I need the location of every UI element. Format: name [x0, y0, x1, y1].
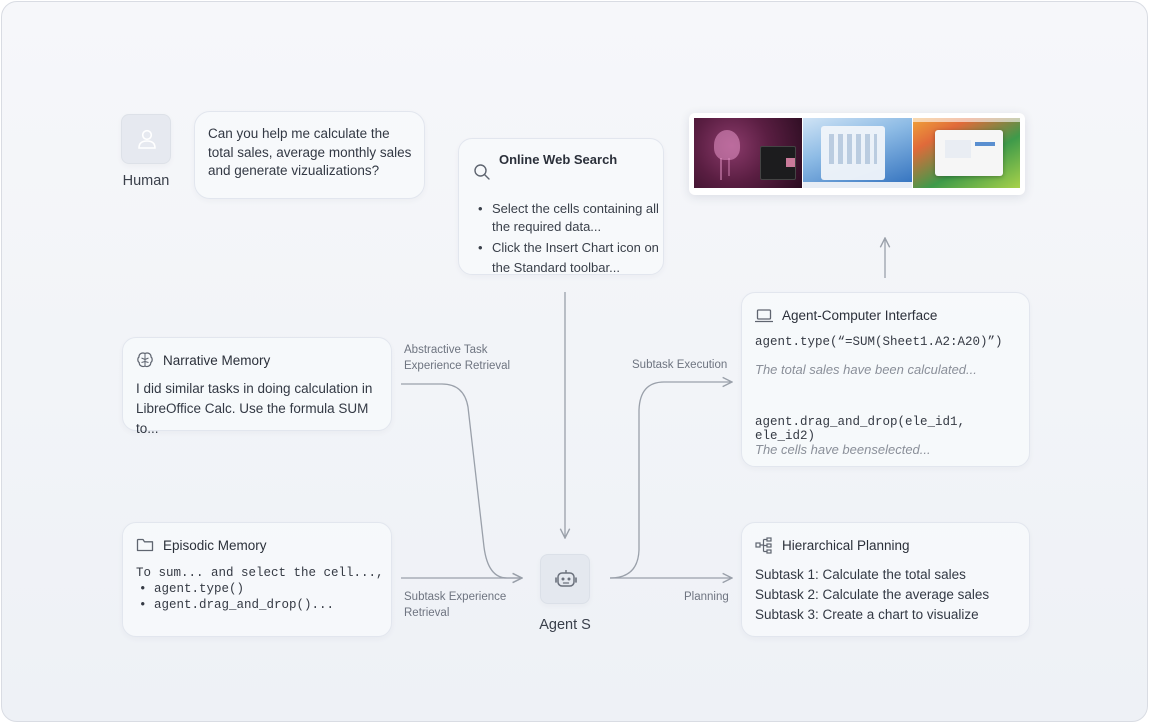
narrative-memory-text: I did similar tasks in doing calculation…: [136, 381, 373, 436]
planning-subtask: Subtask 1: Calculate the total sales: [755, 567, 966, 582]
subtask-experience-label-line: Subtask Experience: [404, 591, 507, 603]
subtask-experience-label-line: Retrieval: [404, 607, 450, 619]
ubuntu-screenshot: [694, 118, 802, 188]
macos-screenshot: [913, 118, 1020, 188]
planning-subtask: Subtask 3: Create a chart to visualize: [755, 607, 979, 622]
aci-card: Agent-Computer Interface agent.type(“=SU…: [741, 292, 1030, 467]
agent-s-label: Agent S: [539, 617, 591, 633]
subtask-experience-label: Subtask Experience Retrieval: [404, 589, 506, 621]
web-search-item-text: Select the cells containing all the requ…: [492, 201, 659, 234]
narrative-memory-card: Narrative Memory I did similar tasks in …: [122, 337, 392, 436]
human-label: Human: [122, 173, 170, 189]
laptop-icon: [755, 309, 773, 323]
abstractive-retrieval-label: Abstractive Task Experience Retrieval: [404, 342, 510, 374]
aci-code-1: agent.type(“=SUM(Sheet1.A2:A20)”): [755, 335, 1003, 349]
desktop-screenshots: [689, 113, 1025, 195]
abstractive-retrieval-label-line: Experience Retrieval: [404, 360, 511, 372]
hierarchy-icon: [755, 537, 772, 554]
narrative-memory-title: Narrative Memory: [163, 353, 271, 368]
web-search-item: •Select the cells containing all the req…: [478, 201, 659, 234]
episodic-memory-card: Episodic Memory To sum... and select the…: [122, 522, 392, 637]
folder-icon: [136, 538, 154, 552]
abstractive-retrieval-label-line: Abstractive Task: [404, 344, 488, 356]
web-search-item: •Click the Insert Chart icon on the Stan…: [478, 240, 659, 275]
human-message-bubble: Can you help me calculate the total sale…: [194, 111, 425, 199]
planning-subtask: Subtask 2: Calculate the average sales: [755, 587, 990, 602]
agent-s-node: [540, 554, 590, 604]
user-icon: [138, 129, 156, 149]
aci-code-2: agent.drag_and_drop(ele_id1, ele_id2): [755, 415, 966, 443]
robot-icon: [555, 570, 577, 587]
human-avatar: [121, 114, 171, 164]
subtask-execution-label: Subtask Execution: [632, 359, 728, 371]
windows-screenshot: [803, 118, 912, 188]
episodic-memory-title: Episodic Memory: [163, 538, 267, 553]
episodic-memory-line-1: To sum... and select the cell...,: [136, 566, 384, 580]
planning-card: Hierarchical Planning Subtask 1: Calcula…: [741, 522, 1030, 637]
episodic-memory-line-2: • agent.type(): [139, 582, 245, 596]
web-search-title: Online Web Search: [499, 152, 618, 167]
search-icon: [474, 164, 490, 180]
episodic-memory-line-3: • agent.drag_and_drop()...: [139, 598, 335, 612]
web-search-item-text: Click the Insert Chart icon on the Stand…: [492, 240, 659, 275]
human-message-text: Can you help me calculate the total sale…: [208, 126, 412, 178]
narrative-to-agent-arrow: [401, 383, 522, 578]
aci-observation-2: The cells have beenselected...: [755, 442, 931, 457]
aci-title: Agent-Computer Interface: [782, 308, 938, 323]
aci-observation-1: The total sales have been calculated...: [755, 362, 977, 377]
brain-icon: [137, 352, 153, 368]
planning-title: Hierarchical Planning: [782, 538, 910, 553]
web-search-card: Online Web Search •Select the cells cont…: [458, 138, 664, 275]
agent-to-aci-arrow: [609, 382, 732, 579]
planning-flow-label: Planning: [684, 591, 729, 603]
